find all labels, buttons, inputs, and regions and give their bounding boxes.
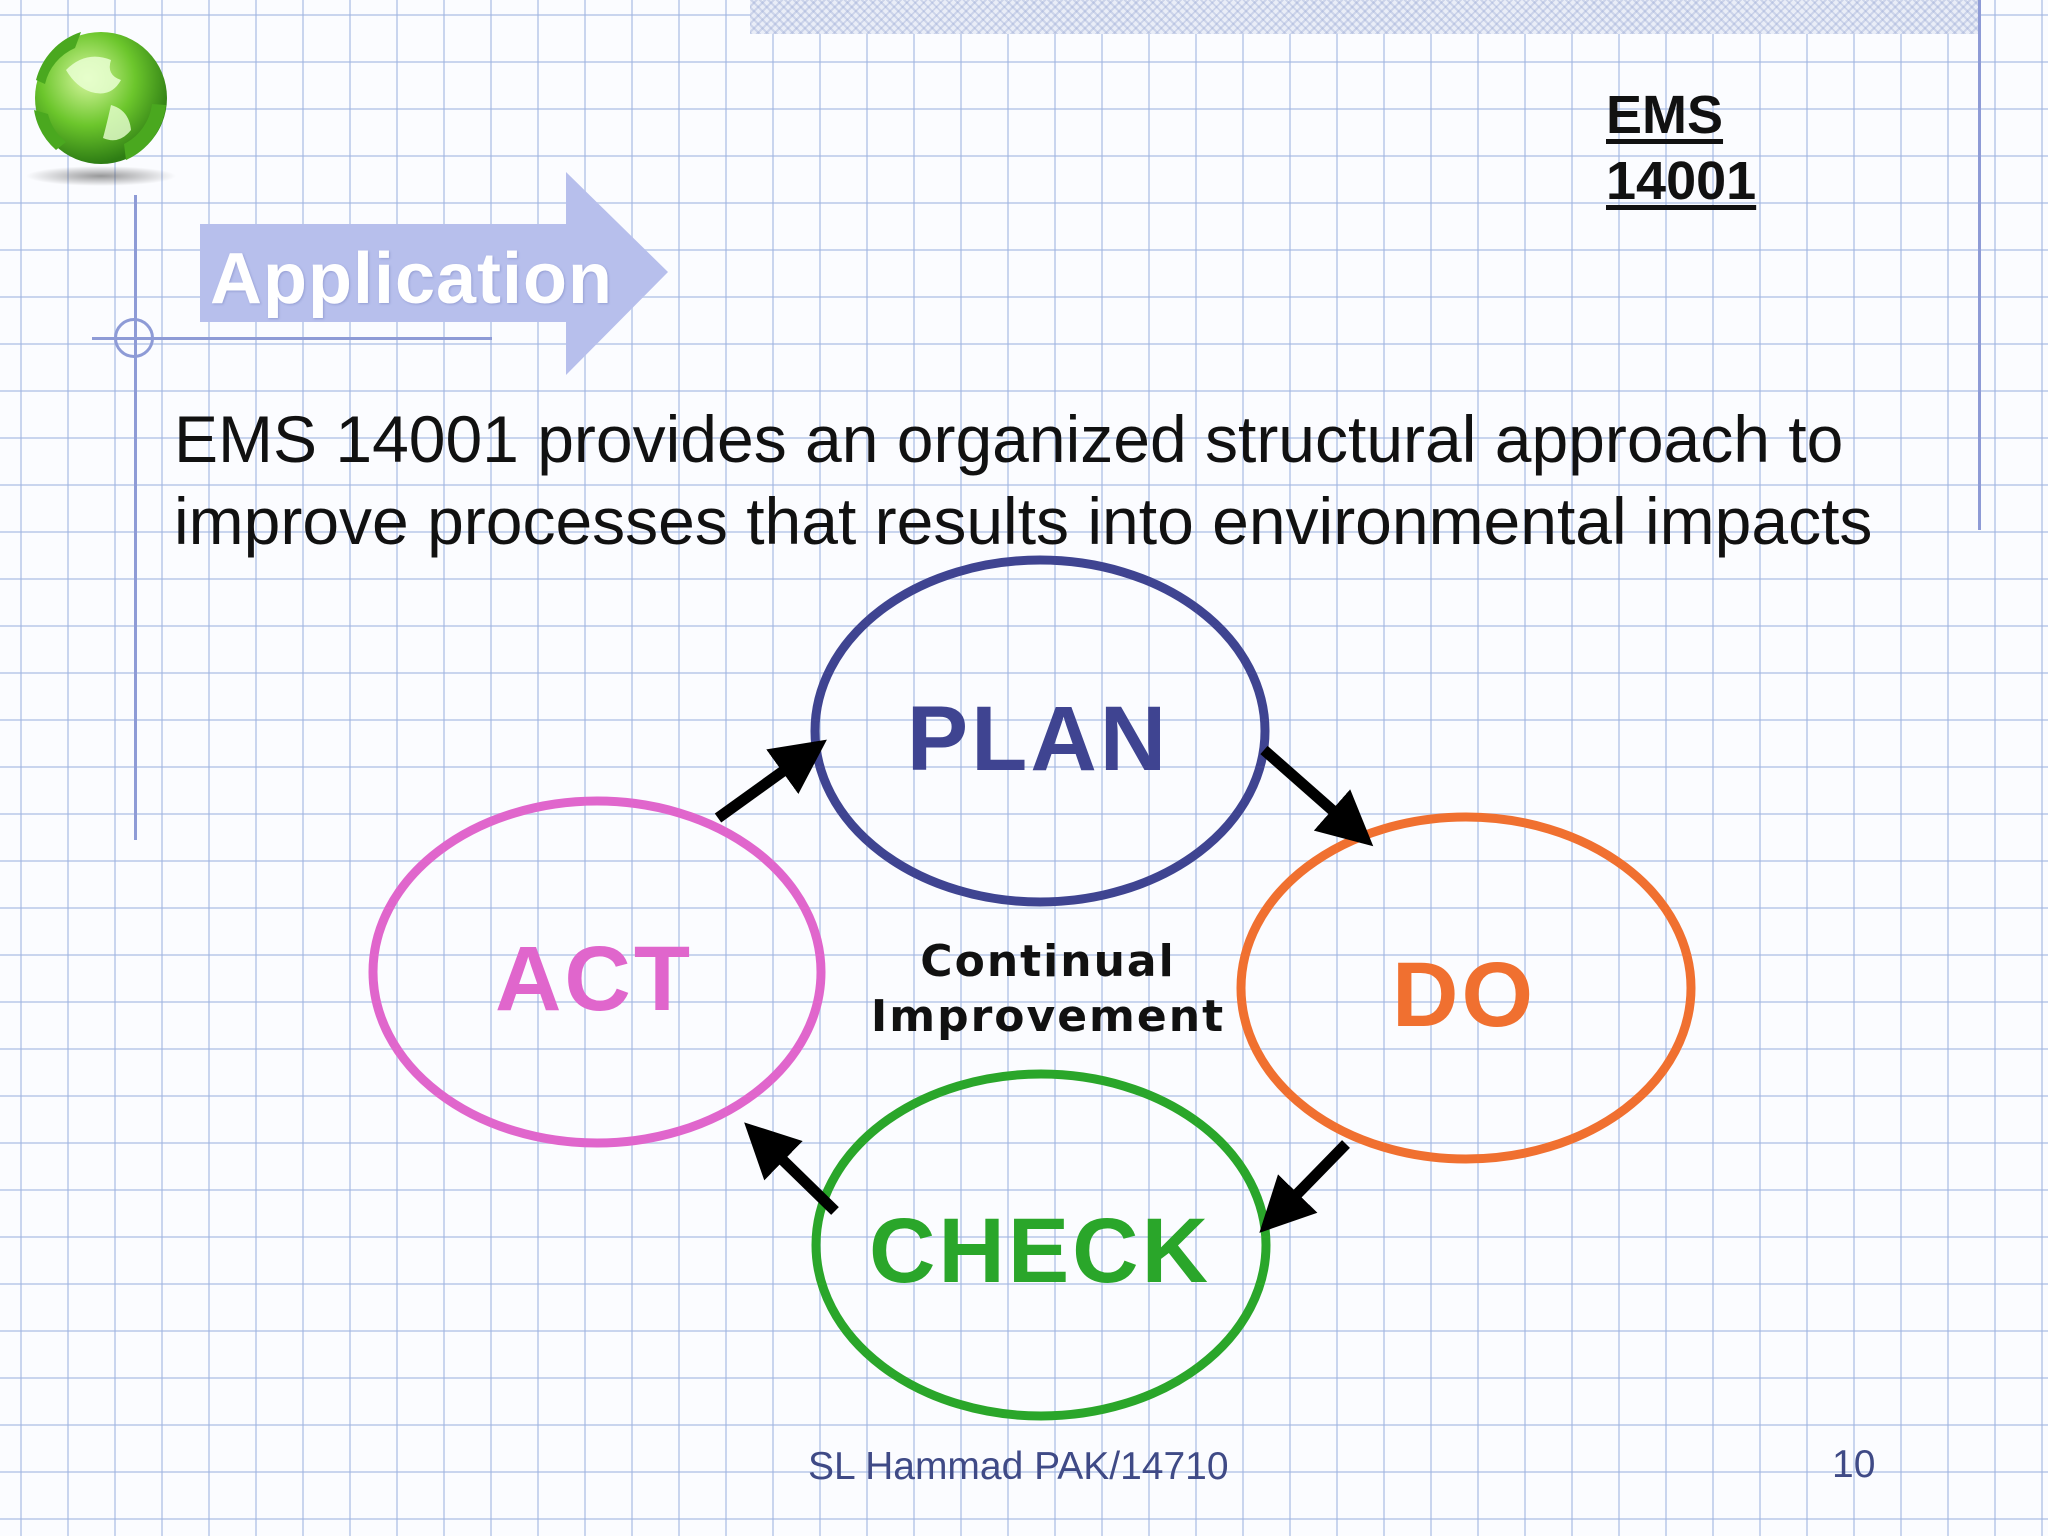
right-accent-line bbox=[1978, 0, 1981, 530]
left-accent-line bbox=[134, 195, 137, 840]
arrow-act-to-plan bbox=[714, 739, 827, 823]
banner-underline bbox=[92, 337, 492, 340]
act-label: ACT bbox=[495, 928, 693, 1030]
body-line-1: EMS 14001 provides an organized structur… bbox=[174, 402, 1844, 476]
heading-line-2: 14001 bbox=[1606, 151, 1757, 211]
crosshair-icon bbox=[114, 318, 154, 358]
body-line-2: improve processes that results into envi… bbox=[174, 484, 1873, 558]
slide-heading: EMS 14001 bbox=[1606, 82, 1756, 214]
act-circle bbox=[368, 796, 826, 1148]
check-circle bbox=[811, 1069, 1271, 1421]
do-circle bbox=[1236, 812, 1696, 1164]
check-label: CHECK bbox=[869, 1200, 1211, 1302]
arrow-check-to-act bbox=[744, 1122, 839, 1215]
arrow-do-to-check bbox=[1259, 1140, 1350, 1233]
center-label-line-2: Improvement bbox=[871, 991, 1225, 1042]
footer-author: SL Hammad PAK/14710 bbox=[808, 1445, 1229, 1488]
center-label-line-1: Continual bbox=[920, 936, 1175, 987]
plan-label: PLAN bbox=[907, 688, 1169, 790]
do-label: DO bbox=[1392, 944, 1536, 1046]
body-text: EMS 14001 provides an organized structur… bbox=[174, 398, 2014, 562]
application-label: Application bbox=[210, 239, 613, 319]
page-number: 10 bbox=[1832, 1443, 1876, 1486]
globe-recycle-icon bbox=[26, 32, 176, 186]
top-pattern-strip bbox=[750, 0, 1980, 34]
arrow-plan-to-do bbox=[1260, 745, 1374, 847]
heading-line-1: EMS bbox=[1606, 85, 1724, 145]
application-banner-arrow bbox=[200, 172, 668, 375]
plan-circle bbox=[810, 555, 1270, 907]
